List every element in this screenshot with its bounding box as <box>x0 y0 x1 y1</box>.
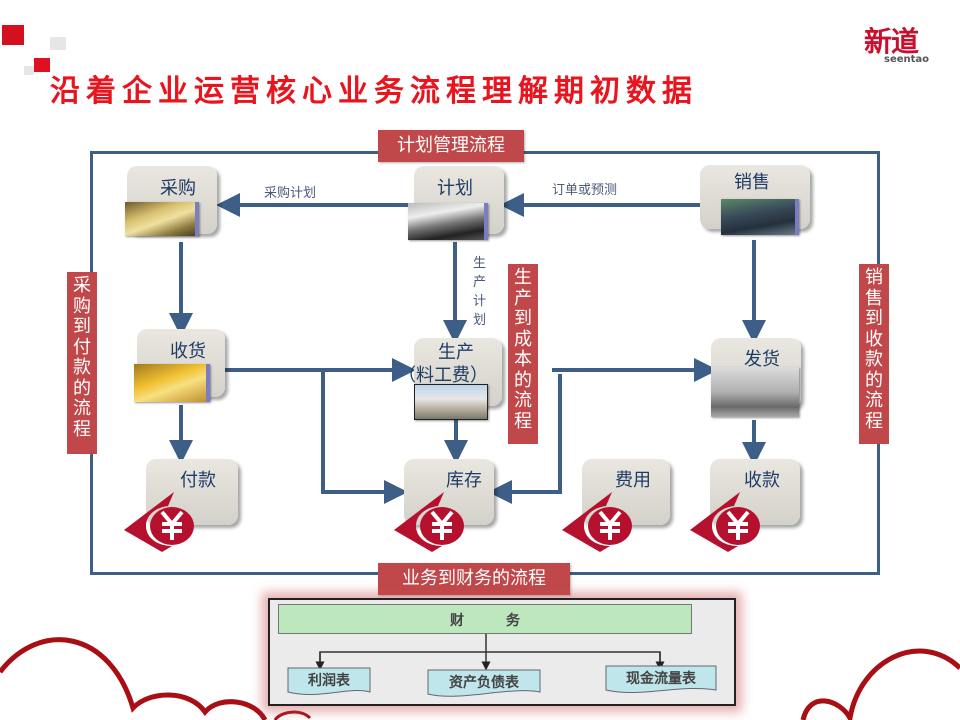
sales-to-collection-label: 销售到收款的流程 <box>859 264 889 444</box>
warehouse-photo <box>125 202 199 236</box>
node-inventory-label: 库存 <box>446 470 482 491</box>
loading-dock-photo <box>711 367 799 417</box>
node-receiving-label: 收货 <box>170 341 206 362</box>
finance-diagram: 财 务 利润表 资产负债表 现金流量表 <box>268 598 736 706</box>
factory-photo <box>414 384 488 420</box>
logo: 新道 <box>864 25 919 58</box>
node-purchase-label: 采购 <box>160 178 196 199</box>
decor-square-gray-small <box>24 66 34 75</box>
node-sales-label: 销售 <box>734 172 770 193</box>
cash-flow-statement-label: 现金流量表 <box>626 671 696 687</box>
production-to-cost-label: 生产到成本的流程 <box>508 264 538 444</box>
finance-arrows <box>287 634 717 697</box>
logo-subtitle: seentao <box>884 54 930 65</box>
purchase-plan-label: 采购计划 <box>264 186 317 201</box>
node-payment-label: 付款 <box>180 470 216 491</box>
businessman-photo <box>721 199 799 235</box>
node-expense-label: 费用 <box>615 470 651 491</box>
node-production-label: 生产 <box>438 342 474 363</box>
finance-header-label: 财 务 <box>450 613 520 629</box>
production-plan-label: 生产计划 <box>473 256 487 328</box>
decor-square-red-small <box>34 58 50 72</box>
yuan-icon <box>392 490 466 554</box>
arrow-receiving-to-inventory <box>321 370 408 504</box>
business-to-finance-label: 业务到财务的流程 <box>378 563 570 595</box>
decor-square-gray <box>50 37 66 50</box>
node-shipping-label: 发货 <box>744 349 780 370</box>
node-collection-label: 收款 <box>744 470 780 491</box>
order-forecast-label: 订单或预测 <box>552 183 618 198</box>
report-doc-cashflow <box>605 665 717 693</box>
decor-square-red <box>2 25 24 45</box>
node-production-sublabel: （料工费） <box>398 365 488 386</box>
purchase-to-payment-label: 采购到付款的流程 <box>67 272 97 454</box>
yuan-icon <box>560 490 634 554</box>
plan-management-label: 计划管理流程 <box>378 130 524 162</box>
balance-sheet-label: 资产负债表 <box>449 675 519 691</box>
yuan-icon <box>688 490 762 554</box>
income-statement-label: 利润表 <box>308 673 350 689</box>
arrow-production-side-to-inventory <box>488 374 562 504</box>
yuan-icon <box>122 490 196 554</box>
report-doc-balance <box>427 669 541 697</box>
meeting-photo <box>408 203 488 240</box>
goods-photo <box>134 364 210 402</box>
report-doc-income <box>287 667 371 695</box>
slide-title: 沿着企业运营核心业务流程理解期初数据 <box>50 74 698 109</box>
node-plan-label: 计划 <box>437 178 473 199</box>
finance-header-box: 财 务 <box>278 604 692 634</box>
